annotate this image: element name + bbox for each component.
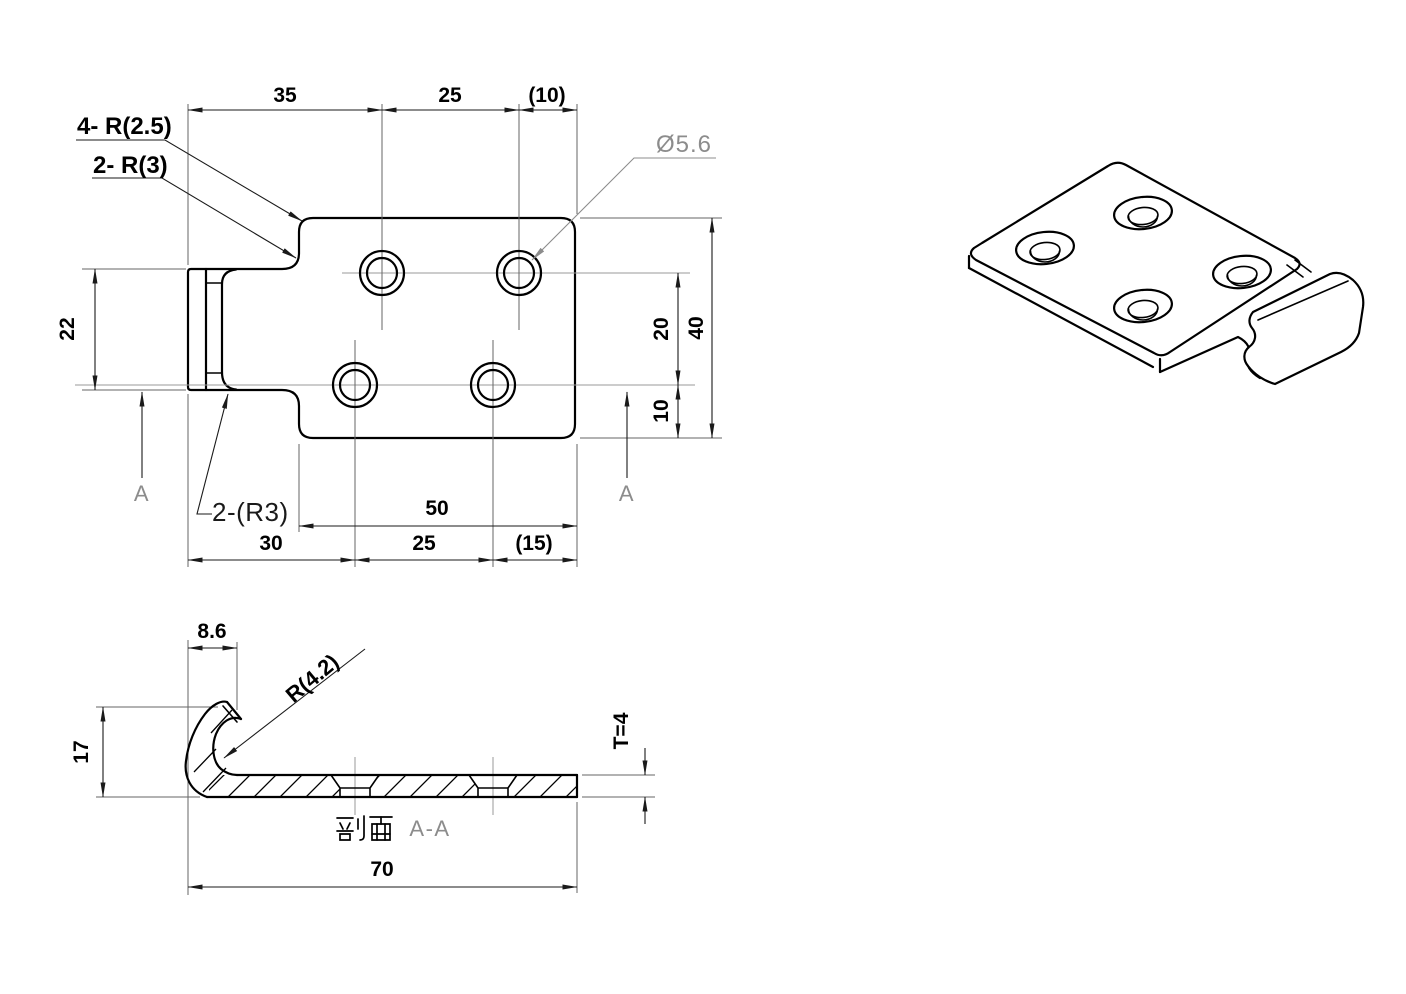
dim-25-top-label: 25: [438, 84, 462, 107]
cjk-stroke: [359, 815, 365, 841]
iso-hole-rim: [1015, 230, 1075, 266]
callout-hole-diameter: Ø5.6: [656, 131, 712, 158]
dim-35-label: 35: [273, 84, 297, 107]
iso-hole-wall: [1029, 250, 1061, 263]
hatch-area: [209, 775, 577, 797]
iso-view: [967, 161, 1365, 386]
iso-hook-crease: [1257, 280, 1349, 321]
hatch-line-hook: [210, 709, 233, 734]
iso-hole-wall: [1127, 215, 1159, 228]
leader-flange-r3: [196, 393, 229, 515]
cjk-stroke: [339, 833, 351, 841]
hatch-line: [209, 775, 229, 797]
hole-circle: [338, 368, 372, 402]
dim-15-ref-label: (15): [515, 532, 552, 555]
iso-hole-rim: [1113, 288, 1173, 324]
hatch-line: [403, 775, 437, 797]
hole-circle: [476, 368, 510, 402]
iso-hook-band: [1243, 271, 1365, 386]
section-marker-right: A: [619, 481, 635, 506]
leader-r25: [76, 139, 303, 222]
dim-70-label: 70: [370, 858, 393, 881]
cjk-stroke: [339, 822, 351, 830]
callout-notch-fillets: 2- R(3): [93, 152, 168, 179]
hole-counterbore-circle: [495, 249, 543, 297]
hole-bottom-left: [331, 361, 379, 409]
iso-hole: [1113, 288, 1173, 324]
hatch-line: [299, 775, 333, 797]
hole-circle: [502, 256, 536, 290]
flange-fillet-top: [220, 268, 238, 286]
dim-t4-label: T=4: [610, 712, 633, 749]
hatch-line: [533, 775, 567, 797]
dim-86-label: 8.6: [197, 620, 226, 643]
iso-hole: [1113, 195, 1173, 231]
section-hook-inner: [212, 716, 243, 777]
iso-bottom-edge-left: [967, 266, 1155, 369]
hatch-line-hook: [193, 748, 217, 773]
iso-fold-lip-2: [1286, 264, 1304, 278]
section-view: 8.6 17 70 T=4 R(4.2) A-A: [70, 620, 655, 895]
dim-10-ref-label: (10): [528, 84, 565, 107]
section-title-aa: A-A: [409, 816, 450, 841]
hole-counterbore-circle: [469, 361, 517, 409]
leader-r3: [92, 177, 297, 259]
callout-bend-radius: R(4.2): [281, 649, 344, 707]
cjk-stroke: [376, 823, 386, 841]
countersink-hole-2: [468, 774, 518, 798]
iso-hole-rim: [1113, 195, 1173, 231]
hole-top-left: [358, 249, 406, 297]
dim-20-label: 20: [650, 317, 673, 340]
countersink-hole-1: [330, 774, 380, 798]
section-hook-tip-cap: [225, 700, 243, 721]
hatch-line: [273, 775, 307, 797]
top-view: 35 25 (10) 40 20 10 22 50 30 25 (15) 4- …: [56, 84, 722, 567]
section-marker-left: A: [134, 481, 150, 506]
section-hook-outer: [184, 700, 229, 799]
iso-top-face: [969, 161, 1301, 357]
hole-bottom-right: [469, 361, 517, 409]
iso-hole-rim: [1212, 254, 1272, 290]
cjk-stroke: [371, 823, 391, 841]
hole-counterbore-circle: [331, 361, 379, 409]
dim-10-label: 10: [650, 399, 673, 422]
dim-30-label: 30: [259, 532, 282, 555]
hatch-line: [377, 775, 411, 797]
hatch-line: [247, 775, 281, 797]
hole-counterbore-circle: [358, 249, 406, 297]
callout-corner-fillets: 4- R(2.5): [77, 113, 172, 140]
leader-hole-dia: [531, 157, 716, 261]
hatch-line: [429, 775, 463, 797]
leader-bend-radius: [223, 648, 366, 759]
hatch-line: [221, 775, 255, 797]
dim-50-label: 50: [425, 497, 448, 520]
dim-40-label: 40: [685, 316, 708, 339]
dim-25-bot-label: 25: [412, 532, 436, 555]
hole-circle: [365, 256, 399, 290]
iso-hole: [1212, 254, 1272, 290]
hole-top-right: [495, 249, 543, 297]
section-title-cjk: [336, 815, 393, 841]
flange-fillet-bottom: [220, 370, 238, 391]
hatch-line-hook: [202, 767, 227, 793]
section-hook-tip-inner: [222, 705, 238, 723]
iso-hole: [1015, 230, 1075, 266]
callout-flange-fillets: 2-(R3): [212, 497, 289, 527]
dim-17-label: 17: [70, 740, 93, 763]
dim-22-label: 22: [56, 317, 79, 340]
iso-hole-wall: [1226, 274, 1258, 287]
hatch-line: [507, 775, 541, 797]
iso-hole-wall: [1127, 308, 1159, 321]
iso-fold-lip-1: [1294, 259, 1312, 273]
